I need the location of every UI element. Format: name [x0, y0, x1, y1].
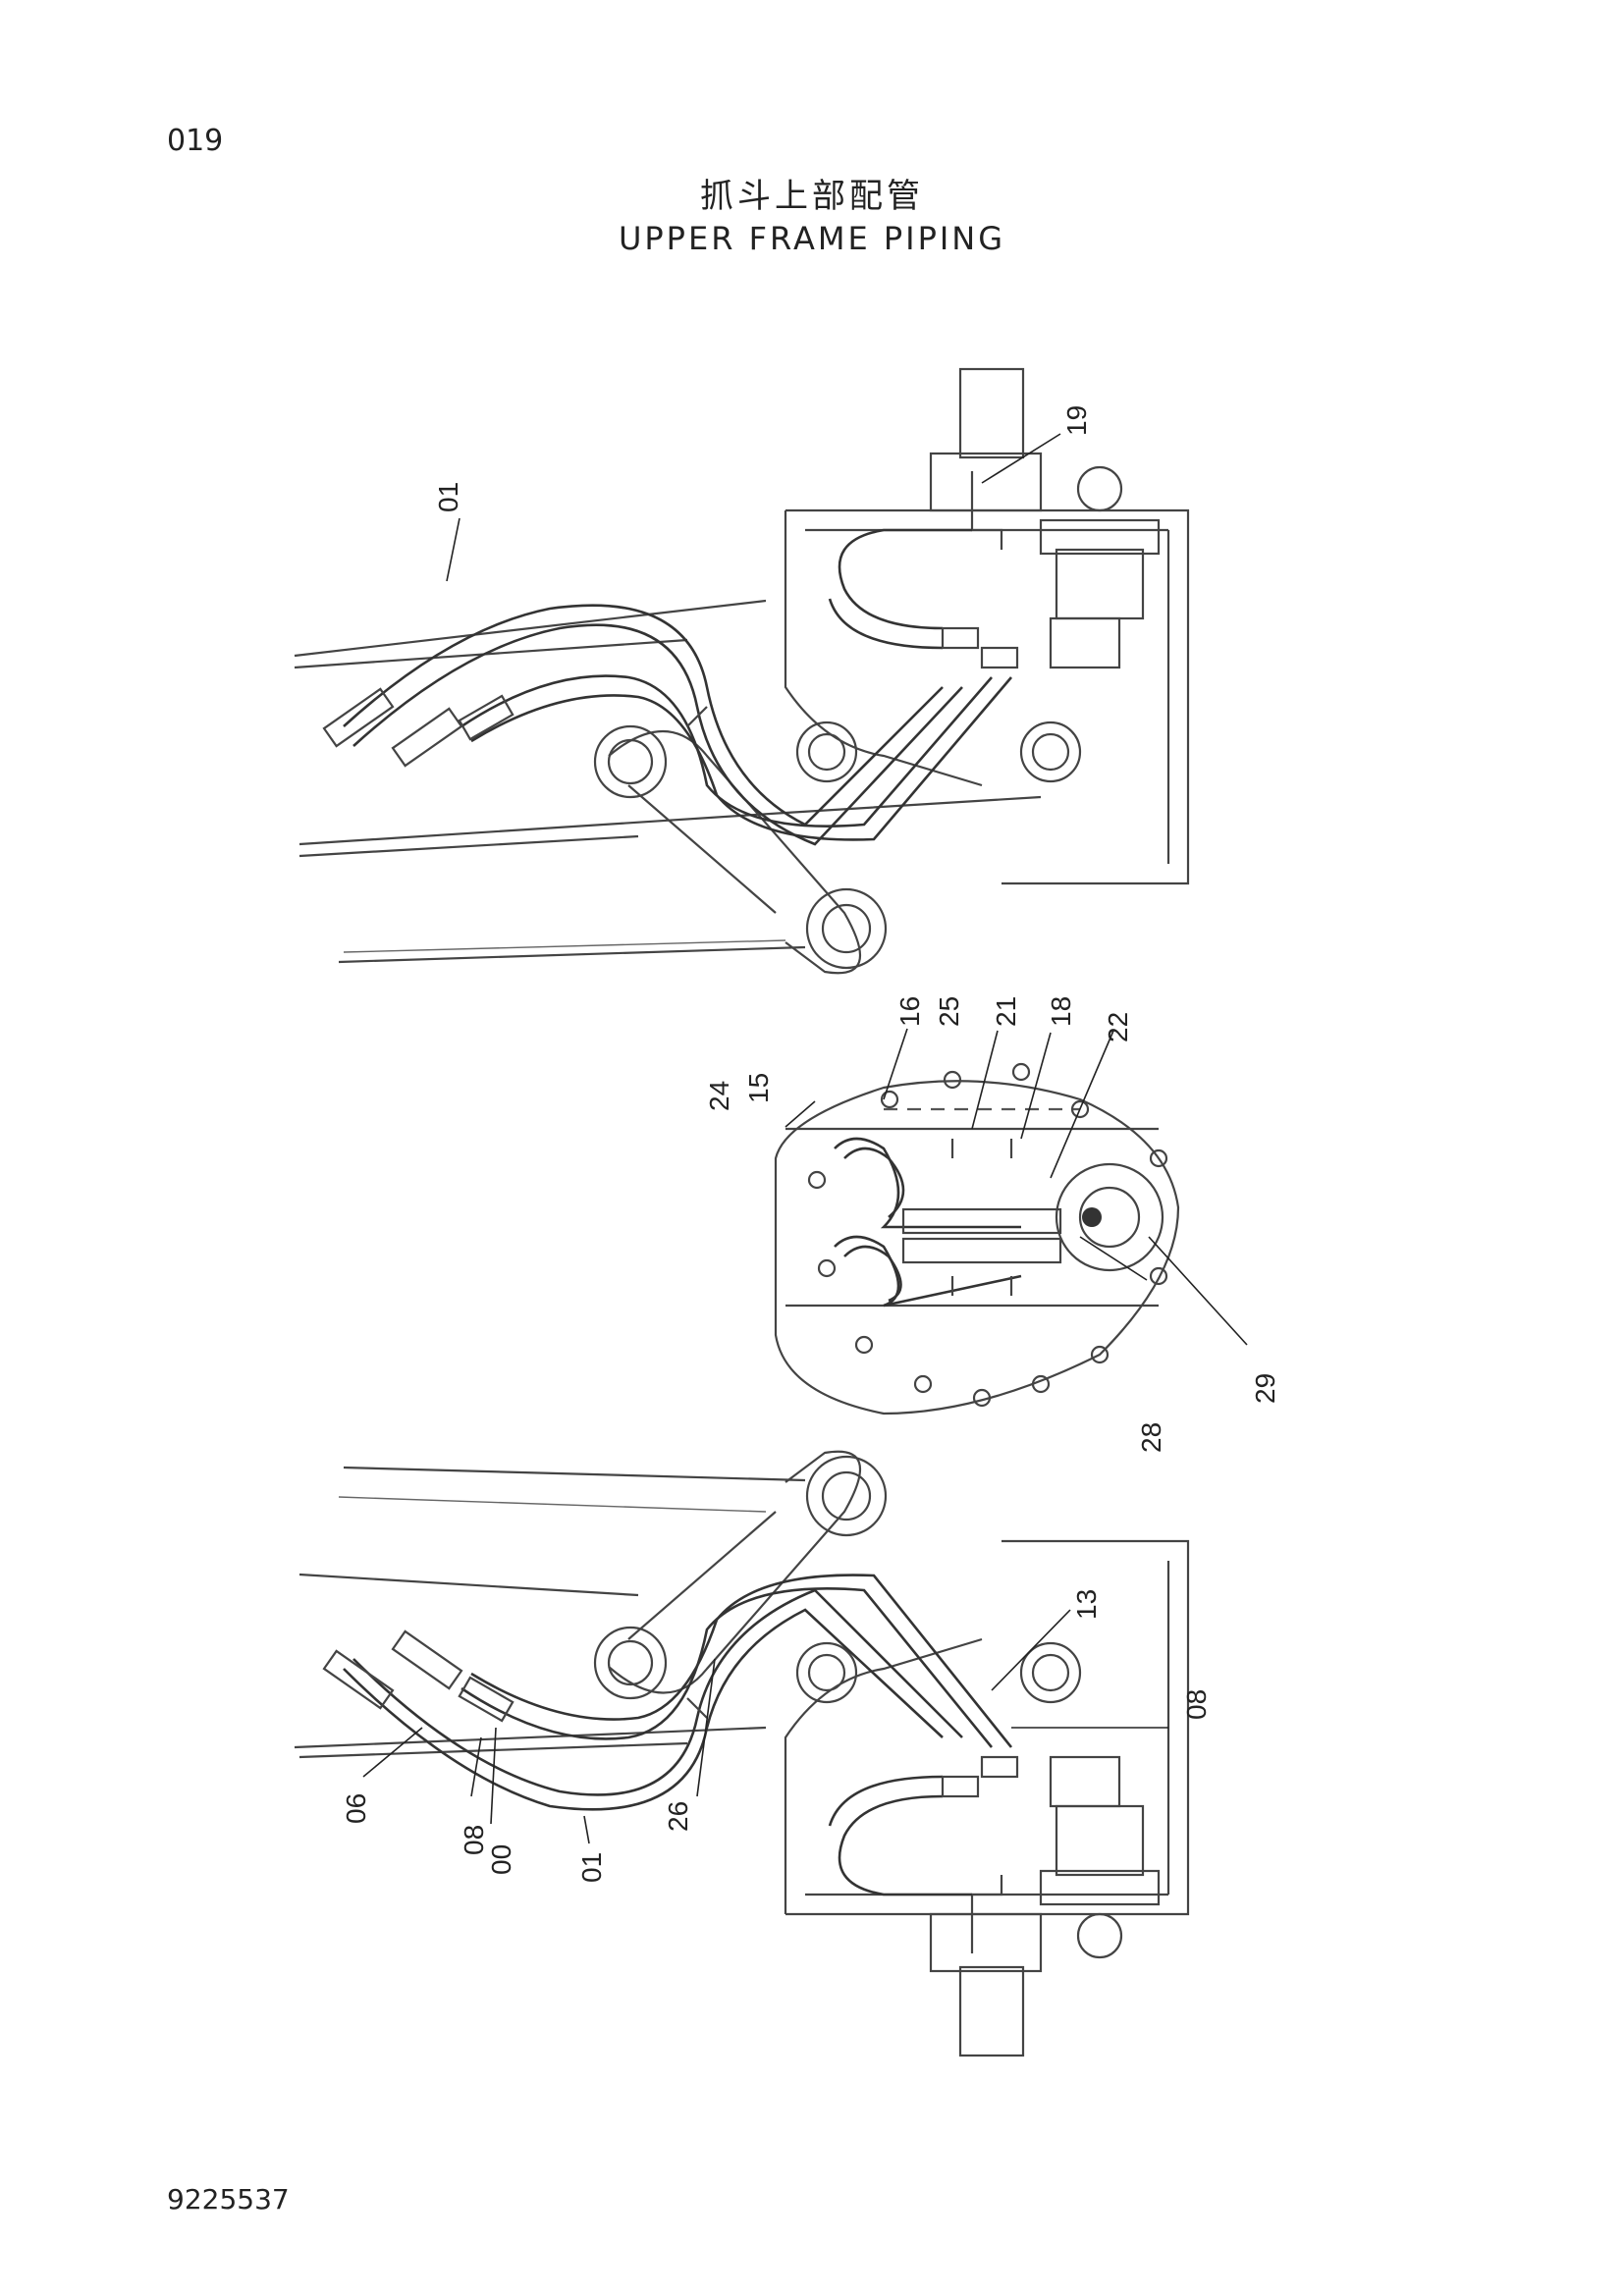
callout-19: 19: [1061, 405, 1092, 436]
title-english: UPPER FRAME PIPING: [618, 220, 1006, 257]
callout-29: 29: [1250, 1373, 1280, 1404]
callout-16: 16: [894, 996, 925, 1027]
middle-view: [774, 1028, 1248, 1415]
callout-15: 15: [743, 1073, 774, 1103]
callout-06: 06: [341, 1793, 371, 1824]
callout-25: 25: [934, 996, 964, 1027]
callout-08-left: 08: [459, 1825, 489, 1855]
callout-24: 24: [704, 1081, 734, 1111]
callout-13: 13: [1071, 1589, 1102, 1620]
title-chinese: 抓斗上部配管: [700, 177, 924, 216]
page-number: 019: [167, 124, 224, 158]
callout-18: 18: [1046, 996, 1076, 1027]
callout-26: 26: [663, 1801, 693, 1832]
callout-21: 21: [991, 996, 1021, 1027]
callout-00: 00: [486, 1844, 516, 1875]
document-number: 9225537: [167, 2183, 290, 2216]
callout-08-right: 08: [1181, 1689, 1212, 1720]
bottom-view: [294, 1450, 1190, 2057]
callout-28: 28: [1136, 1422, 1166, 1453]
callout-01-bottom: 01: [576, 1852, 607, 1883]
callout-22: 22: [1103, 1012, 1133, 1042]
top-view: [294, 367, 1190, 975]
callout-01-top: 01: [433, 482, 463, 512]
